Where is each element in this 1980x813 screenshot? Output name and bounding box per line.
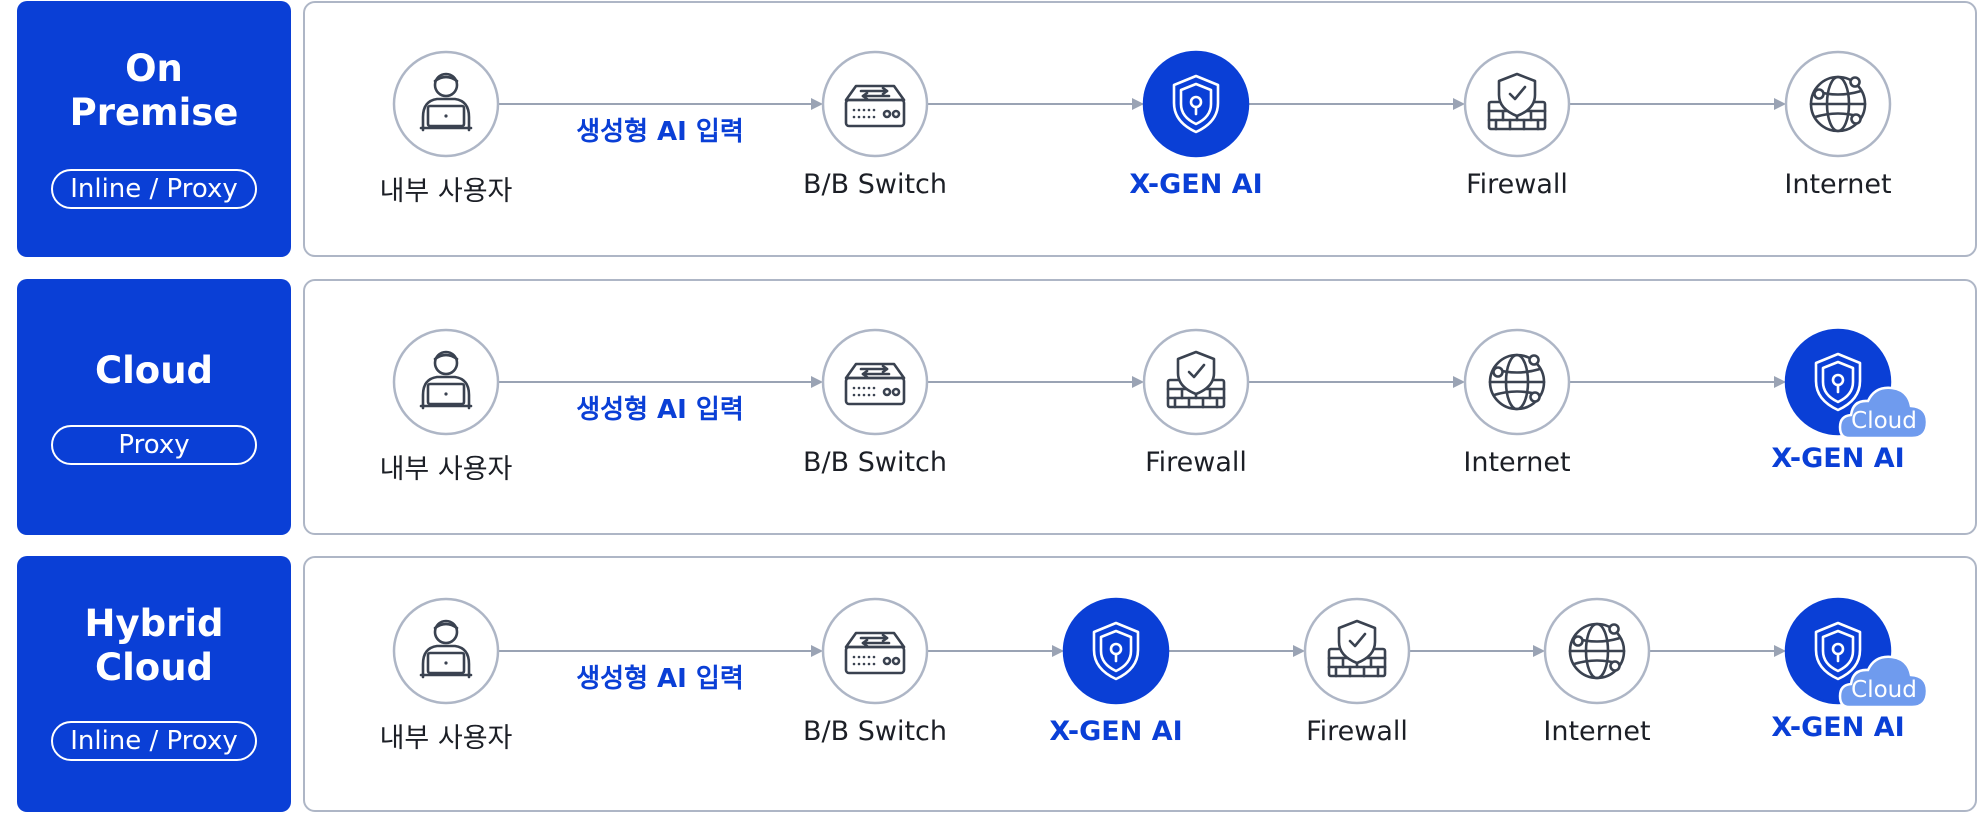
flow-node <box>821 328 929 436</box>
firewall-icon <box>1487 72 1547 131</box>
flow-node <box>1543 597 1651 705</box>
cloud-badge-label: Cloud <box>1851 677 1917 703</box>
connector-arrow <box>927 376 1144 388</box>
node-label-internal-user: 내부 사용자 <box>379 723 513 754</box>
flow-node <box>1142 328 1250 436</box>
ai-input-label: 생성형 AI 입력 <box>576 117 744 147</box>
user-laptop-icon <box>419 72 473 132</box>
user-laptop-icon <box>419 350 473 410</box>
node-label-switch: B/B Switch <box>803 447 947 478</box>
cloud-badge-label: Cloud <box>1851 408 1917 434</box>
node-label-switch: B/B Switch <box>803 716 947 747</box>
switch-icon <box>844 84 906 128</box>
deployment-title: On Premise <box>69 47 239 134</box>
flow-diagram: Cloud <box>392 597 1929 709</box>
firewall-icon <box>1166 350 1226 409</box>
node-label-firewall: Firewall <box>1466 169 1568 200</box>
flow-node <box>1142 50 1250 158</box>
connector-arrow <box>498 376 823 388</box>
flow-node <box>392 597 500 705</box>
node-label-xgen-ai: X-GEN AI <box>1049 716 1183 747</box>
flow-node <box>392 50 500 158</box>
flow-node <box>821 597 929 705</box>
node-label-firewall: Firewall <box>1145 447 1247 478</box>
flow-node <box>1303 597 1411 705</box>
shield-lock-icon <box>1814 621 1862 681</box>
row-on-premise: On Premise Inline / Proxy 생성형 AI 입력 내부 사… <box>0 1 1980 257</box>
flow-node: Cloud <box>1784 328 1929 440</box>
globe-icon <box>1809 75 1867 133</box>
globe-icon <box>1568 622 1626 680</box>
connector-arrow <box>1248 98 1465 110</box>
connector-arrow <box>1569 98 1786 110</box>
deployment-mode-badge: Proxy <box>51 425 257 465</box>
switch-icon <box>844 362 906 406</box>
flow-panel <box>303 1 1977 257</box>
flow-node <box>392 328 500 436</box>
flow-node <box>1784 50 1892 158</box>
ai-input-label: 생성형 AI 입력 <box>576 395 744 425</box>
connector-arrow <box>498 645 823 657</box>
node-label-internet: Internet <box>1784 169 1892 200</box>
node-label-internal-user: 내부 사용자 <box>379 454 513 485</box>
flow-node <box>821 50 929 158</box>
connector-arrow <box>1248 376 1465 388</box>
flow-diagram: Cloud <box>392 328 1929 440</box>
row-hybrid-cloud: Hybrid Cloud Inline / Proxy Cloud 생성형 AI… <box>0 556 1980 812</box>
node-label-internet: Internet <box>1463 447 1571 478</box>
globe-icon <box>1488 353 1546 411</box>
user-laptop-icon <box>419 619 473 679</box>
deployment-label-box: Cloud Proxy <box>17 279 291 535</box>
node-label-firewall: Firewall <box>1306 716 1408 747</box>
connector-arrow <box>1409 645 1545 657</box>
connector-arrow <box>498 98 823 110</box>
switch-icon <box>844 631 906 675</box>
deployment-title: Hybrid Cloud <box>84 602 224 689</box>
node-label-switch: B/B Switch <box>803 169 947 200</box>
firewall-icon <box>1327 619 1387 678</box>
node-label-internal-user: 내부 사용자 <box>379 176 513 207</box>
shield-lock-icon <box>1172 74 1220 134</box>
deployment-label-box: On Premise Inline / Proxy <box>17 1 291 257</box>
flow-node <box>1463 328 1571 436</box>
node-label-internet: Internet <box>1543 716 1651 747</box>
connector-arrow <box>927 645 1064 657</box>
deployment-title: Cloud <box>94 349 214 392</box>
flow-diagram <box>392 50 1892 158</box>
connector-arrow <box>927 98 1144 110</box>
connector-arrow <box>1649 645 1786 657</box>
connector-arrow <box>1569 376 1786 388</box>
deployment-mode-badge: Inline / Proxy <box>51 721 257 761</box>
cloud-badge-icon: Cloud <box>1838 386 1929 440</box>
node-label-xgen-ai-cloud: X-GEN AI <box>1771 712 1905 743</box>
flow-node: Cloud <box>1784 597 1929 709</box>
cloud-badge-icon: Cloud <box>1838 655 1929 709</box>
shield-lock-icon <box>1092 621 1140 681</box>
shield-lock-icon <box>1814 352 1862 412</box>
flow-panel <box>303 279 1977 535</box>
flow-node <box>1463 50 1571 158</box>
node-label-xgen-ai: X-GEN AI <box>1129 169 1263 200</box>
row-cloud: Cloud Proxy Cloud 생성형 AI 입력 내부 사용자 B/B S… <box>0 279 1980 535</box>
node-label-xgen-ai-cloud: X-GEN AI <box>1771 443 1905 474</box>
deployment-mode-badge: Inline / Proxy <box>51 169 257 209</box>
flow-node <box>1062 597 1170 705</box>
ai-input-label: 생성형 AI 입력 <box>576 664 744 694</box>
connector-arrow <box>1168 645 1305 657</box>
deployment-label-box: Hybrid Cloud Inline / Proxy <box>17 556 291 812</box>
